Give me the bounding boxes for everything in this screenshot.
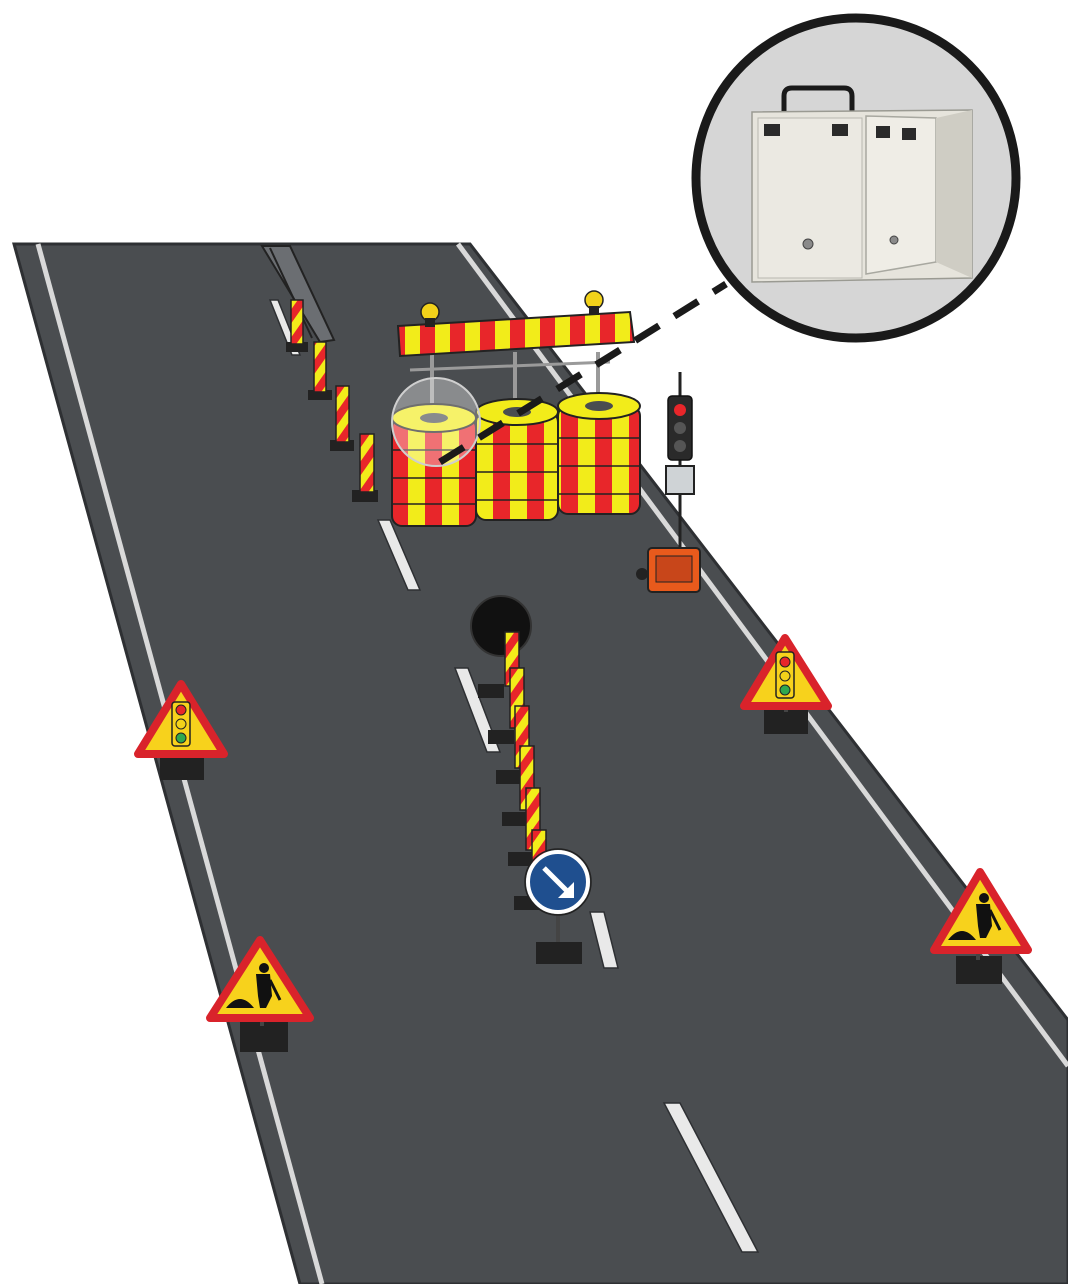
control-cabinet-callout (691, 13, 1021, 343)
delineator-posts-left (286, 299, 378, 502)
lane-markings (268, 299, 760, 1253)
traffic-light-icon (636, 372, 701, 593)
road-works-sign-right (930, 868, 1032, 984)
control-cabinet-icon (698, 20, 1014, 336)
barrier-board-icon (396, 290, 636, 412)
traffic-signals-warning-sign-right (740, 634, 832, 734)
callout-leader-line (438, 281, 728, 465)
signal-trailer (636, 547, 701, 593)
road-works-sign-left (206, 936, 314, 1052)
tire-stacks (391, 377, 641, 527)
traffic-signals-warning-sign-left (134, 680, 228, 780)
keep-right-sign-icon (524, 848, 592, 964)
